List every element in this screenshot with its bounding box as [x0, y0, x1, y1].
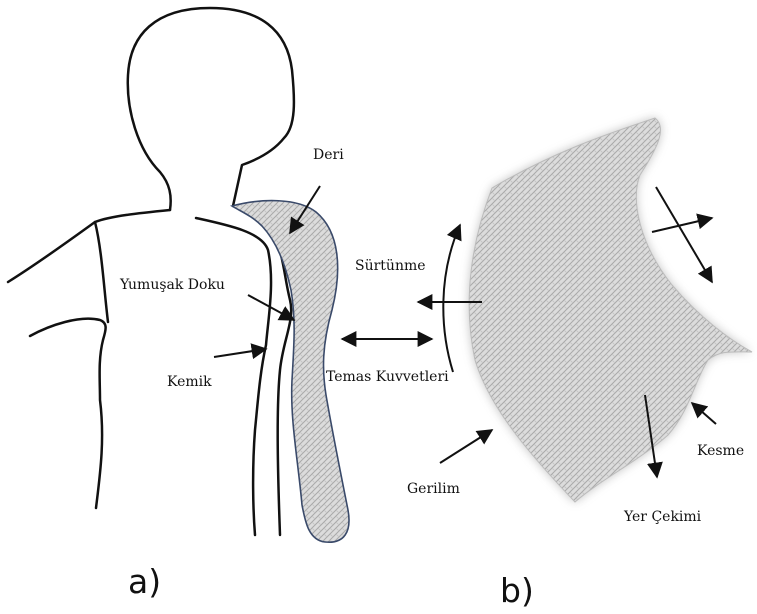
tension-arrow	[440, 430, 492, 463]
label-gerilim: Gerilim	[407, 482, 460, 496]
label-kesme: Kesme	[697, 444, 744, 458]
kesme-pointer-arrow	[692, 403, 716, 424]
body-silhouette	[8, 8, 294, 535]
left-shoulder-outline	[8, 210, 170, 282]
friction-curved-arrow	[443, 225, 460, 372]
label-yumusak-doku: Yumuşak Doku	[120, 278, 225, 292]
shear-arrow-2	[656, 187, 712, 282]
label-deri: Deri	[313, 148, 344, 162]
label-kemik: Kemik	[167, 375, 212, 389]
left-torso-line	[95, 222, 108, 322]
head-outline	[128, 8, 294, 210]
panel-label-a: a)	[128, 565, 161, 598]
kemik-pointer-arrow	[214, 349, 266, 357]
label-surtunme: Sürtünme	[355, 259, 426, 273]
left-arm-outline	[30, 319, 106, 508]
label-temas-kuvvetleri: Temas Kuvvetleri	[326, 370, 449, 384]
panel-label-b: b)	[500, 574, 534, 607]
label-yer-cekimi: Yer Çekimi	[624, 510, 701, 524]
